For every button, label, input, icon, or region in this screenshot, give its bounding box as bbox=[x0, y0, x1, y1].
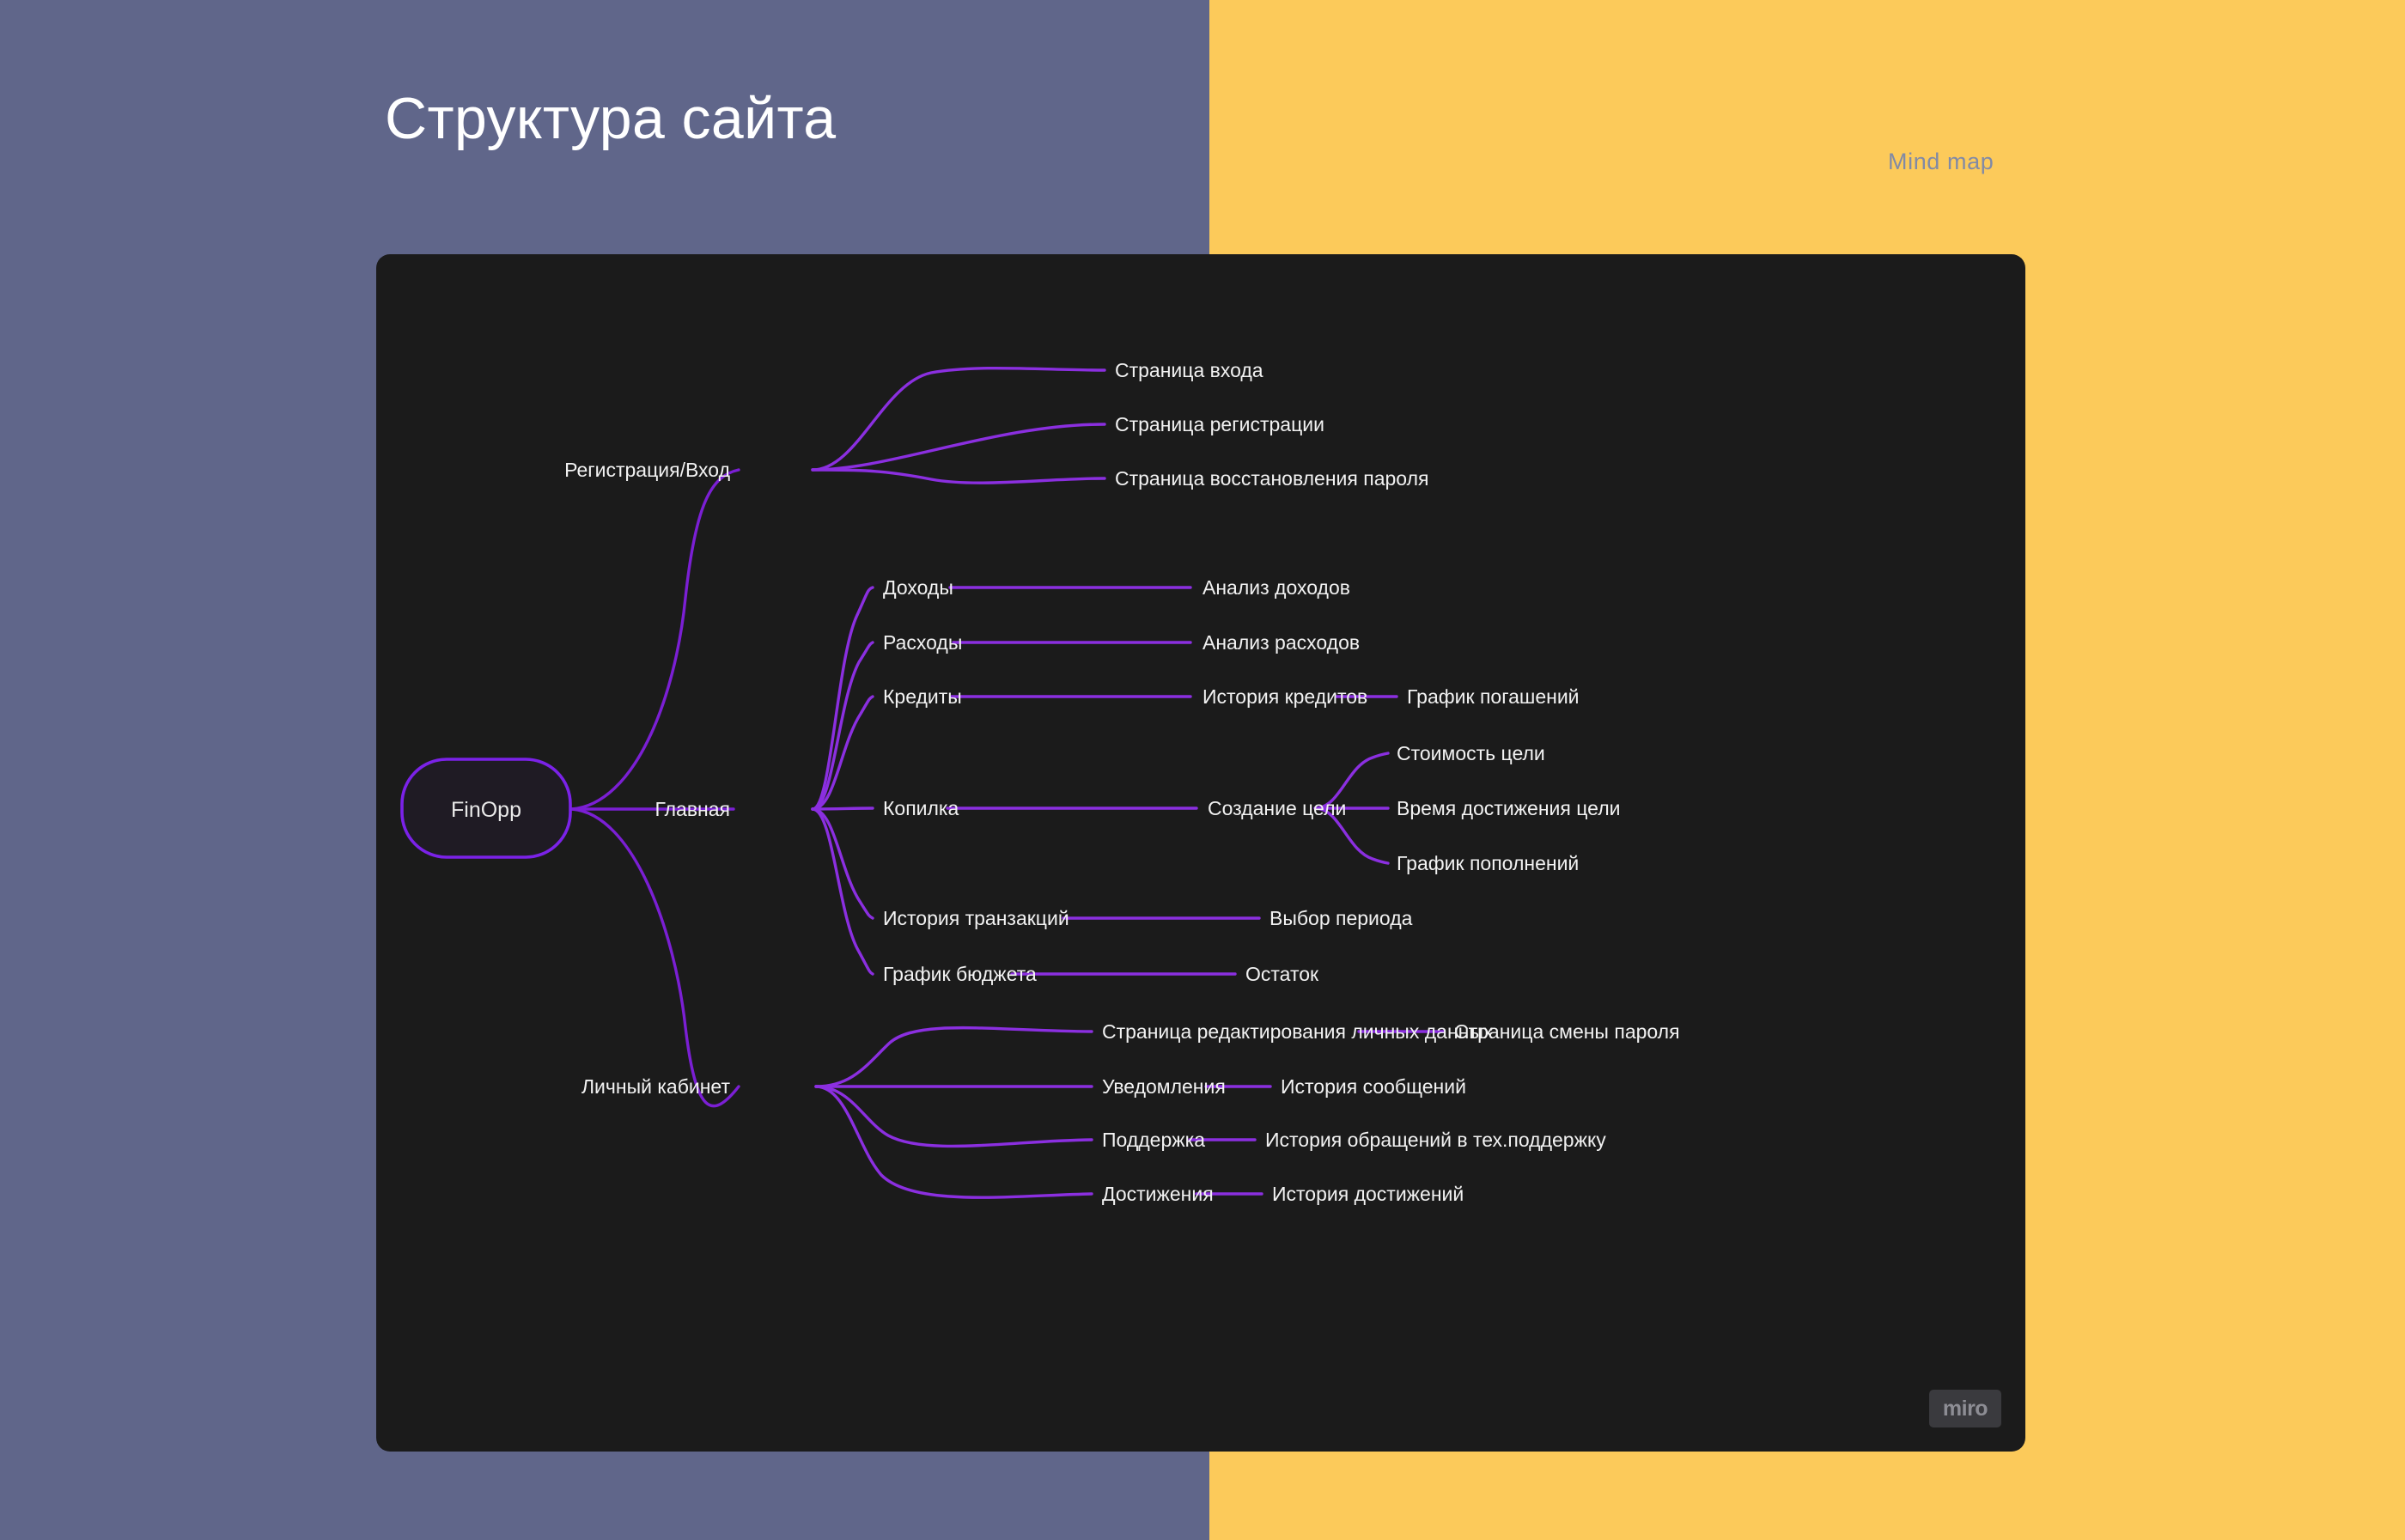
mindmap-edge bbox=[811, 366, 1106, 472]
mindmap-node-credits[interactable]: Кредиты bbox=[883, 685, 962, 708]
mindmap-svg: FinOpp Регистрация/Вход Страница входаСтра… bbox=[400, 359, 1680, 1205]
mindmap-edge bbox=[570, 807, 740, 1108]
mindmap-edge bbox=[811, 807, 874, 920]
mindmap-edge bbox=[811, 641, 874, 811]
mindmap-node-credits-2[interactable]: График погашений bbox=[1407, 685, 1580, 708]
mindmap-node-cab-3[interactable]: Поддержка bbox=[1102, 1129, 1205, 1151]
mindmap-edge bbox=[814, 1085, 1093, 1148]
slide-kicker: Mind map bbox=[1888, 149, 1994, 174]
mindmap-edge-layer bbox=[570, 366, 1446, 1199]
mindmap-node-budget-1[interactable]: Остаток bbox=[1245, 963, 1319, 985]
mindmap-edge bbox=[811, 468, 1106, 484]
mindmap-node-income-1[interactable]: Анализ доходов bbox=[1202, 576, 1350, 599]
mindmap-node-piggy-1-2[interactable]: Время достижения цели bbox=[1397, 797, 1620, 819]
mindmap-node-layer: FinOpp Регистрация/Вход Страница входаСтра… bbox=[400, 359, 1680, 1205]
mindmap-edge bbox=[814, 1026, 1093, 1088]
mindmap-edge bbox=[1313, 752, 1390, 810]
root-node-label: FinOpp bbox=[451, 798, 521, 822]
mindmap-edge bbox=[1313, 807, 1390, 865]
mindmap-node-tx[interactable]: История транзакций bbox=[883, 907, 1069, 929]
mindmap-node-reg-3[interactable]: Страница восстановления пароля bbox=[1115, 467, 1428, 490]
miro-watermark: miro bbox=[1929, 1390, 2001, 1427]
mindmap-edge bbox=[811, 423, 1106, 472]
mindmap-node-cab-2[interactable]: Уведомления bbox=[1102, 1075, 1226, 1098]
mindmap-node-cab-1-1[interactable]: Страница смены пароля bbox=[1454, 1020, 1680, 1043]
mindmap-node-credits-1[interactable]: История кредитов bbox=[1202, 685, 1367, 708]
mindmap-node-reg-2[interactable]: Страница регистрации bbox=[1115, 413, 1324, 435]
mindmap-node-reg-1[interactable]: Страница входа bbox=[1115, 359, 1263, 381]
mindmap-edge bbox=[814, 1085, 1093, 1199]
mindmap-node-expense-1[interactable]: Анализ расходов bbox=[1202, 631, 1360, 654]
mindmap-node-piggy-1-1[interactable]: Стоимость цели bbox=[1397, 742, 1545, 764]
mindmap-root-node[interactable]: FinOpp bbox=[400, 758, 572, 859]
mindmap-node-income[interactable]: Доходы bbox=[883, 576, 953, 599]
mindmap-node-tx-1[interactable]: Выбор периода bbox=[1269, 907, 1413, 929]
mindmap-node-main[interactable]: Главная bbox=[655, 798, 730, 820]
mindmap-node-piggy[interactable]: Копилка bbox=[883, 797, 959, 819]
mindmap-node-cab-4[interactable]: Достижения bbox=[1102, 1183, 1214, 1205]
mindmap-node-cab-1[interactable]: Страница редактирования личных данных bbox=[1102, 1020, 1494, 1043]
mindmap-node-piggy-1[interactable]: Создание цели bbox=[1208, 797, 1346, 819]
mindmap-edge bbox=[811, 695, 874, 811]
mindmap-node-cab-4-1[interactable]: История достижений bbox=[1272, 1183, 1464, 1205]
mindmap-edge bbox=[570, 468, 740, 811]
mindmap-node-piggy-1-3[interactable]: График пополнений bbox=[1397, 852, 1579, 874]
mindmap-edge bbox=[811, 586, 874, 811]
root-node-shape bbox=[400, 758, 572, 859]
mindmap-node-cab[interactable]: Личный кабинет bbox=[581, 1075, 731, 1098]
mindmap-node-reg[interactable]: Регистрация/Вход bbox=[564, 459, 730, 481]
mindmap-node-cab-2-1[interactable]: История сообщений bbox=[1281, 1075, 1466, 1098]
mindmap-edge bbox=[811, 807, 874, 976]
mindmap-node-expense[interactable]: Расходы bbox=[883, 631, 962, 654]
mindmap-node-budget[interactable]: График бюджета bbox=[883, 963, 1037, 985]
mindmap-edge bbox=[811, 807, 874, 811]
mindmap-node-cab-3-1[interactable]: История обращений в тех.поддержку bbox=[1265, 1129, 1606, 1151]
page-title: Структура сайта bbox=[385, 86, 837, 151]
